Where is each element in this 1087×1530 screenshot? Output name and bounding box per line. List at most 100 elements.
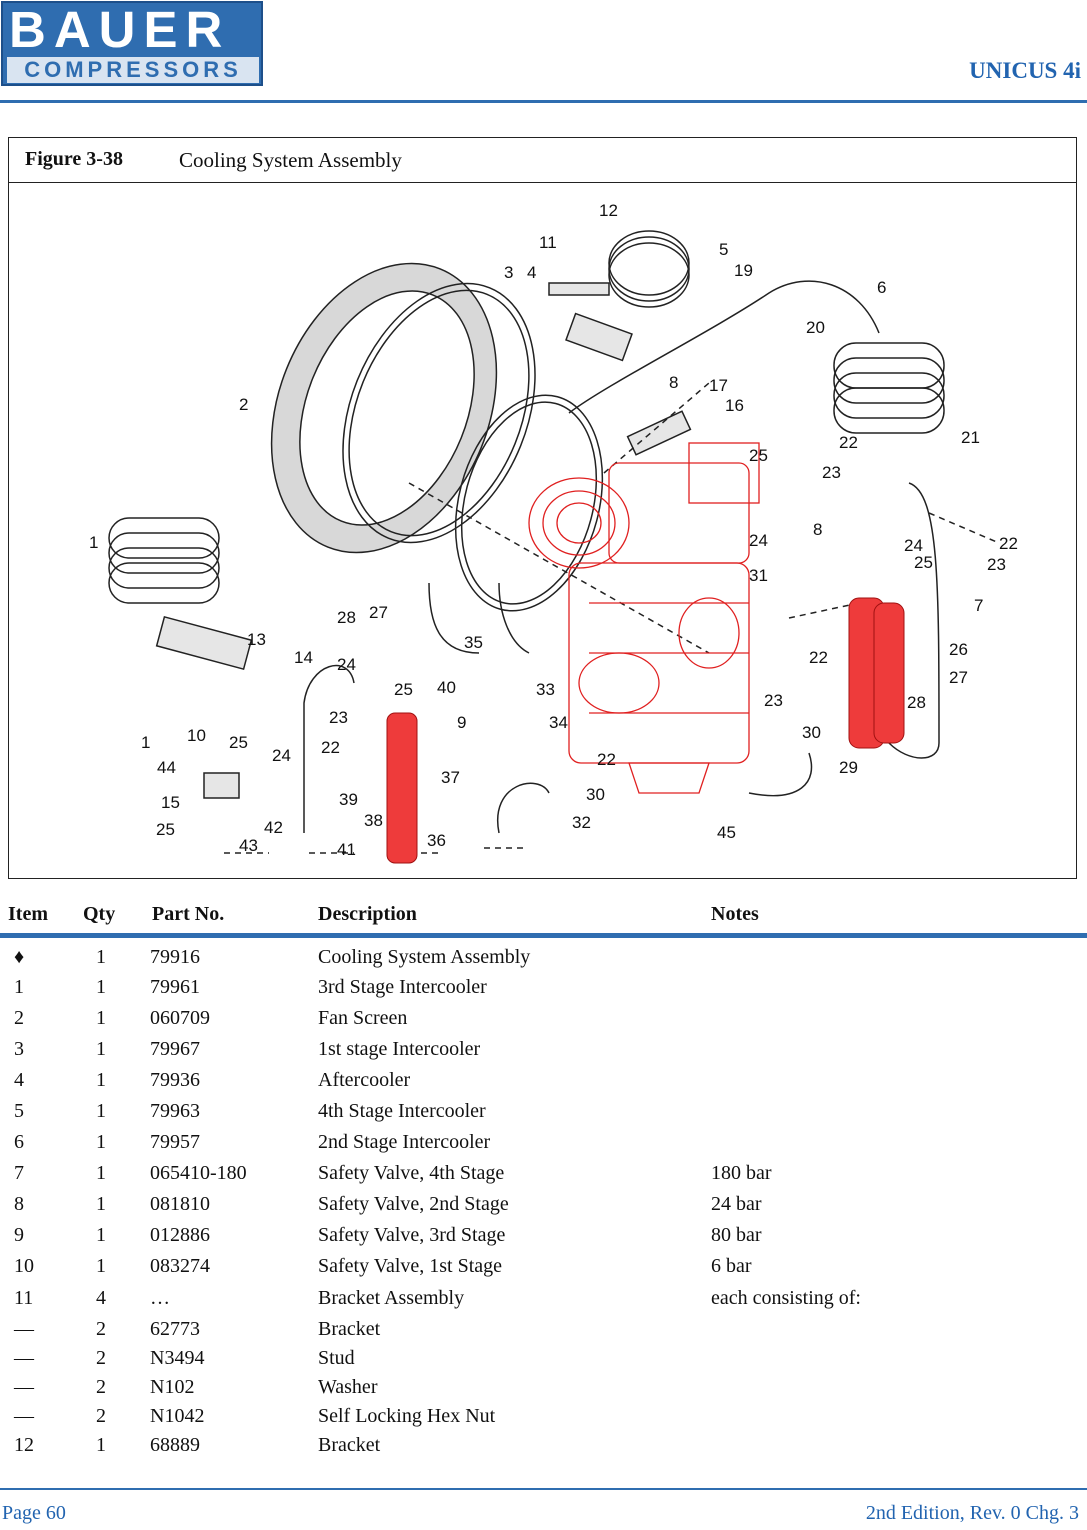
cell-item: 3 [14,1038,24,1060]
cell-qty: 2 [96,1347,106,1369]
cell-part-no: … [150,1287,170,1309]
col-header-part: Part No. [152,903,225,925]
logo-wordmark: BAUER [9,1,231,58]
cell-description: Stud [318,1347,355,1369]
svg-text:23: 23 [764,691,783,710]
svg-text:17: 17 [709,376,728,395]
svg-text:36: 36 [427,831,446,850]
callout-labels: 12 11 5 19 3 4 6 20 8 17 16 2 22 21 25 2… [89,201,1018,859]
svg-text:10: 10 [187,726,206,745]
cell-part-no: 79936 [150,1069,200,1091]
svg-text:24: 24 [337,655,356,674]
cell-notes: 180 bar [711,1162,772,1184]
cell-item: 11 [14,1287,34,1309]
coil-2nd-stage [833,342,945,389]
cell-description: Safety Valve, 2nd Stage [318,1193,509,1215]
page-number: Page 60 [2,1502,66,1524]
svg-text:24: 24 [749,531,768,550]
cell-item: 9 [14,1224,24,1246]
cell-qty: 2 [96,1376,106,1398]
svg-text:6: 6 [877,278,886,297]
cell-description: Bracket [318,1434,381,1456]
svg-text:35: 35 [464,633,483,652]
cell-notes: 6 bar [711,1255,752,1277]
cell-item: 5 [14,1100,24,1122]
cell-part-no: 79957 [150,1131,200,1153]
cell-qty: 1 [96,946,106,968]
cell-description: Safety Valve, 4th Stage [318,1162,505,1184]
svg-text:1: 1 [89,533,98,552]
svg-text:31: 31 [749,566,768,585]
svg-text:16: 16 [725,396,744,415]
svg-text:27: 27 [949,668,968,687]
cell-part-no: 62773 [150,1318,200,1340]
cell-item: — [14,1318,34,1340]
svg-text:28: 28 [337,608,356,627]
svg-text:26: 26 [949,640,968,659]
svg-text:2: 2 [239,395,248,414]
header-divider [0,100,1087,103]
cell-part-no: 79963 [150,1100,200,1122]
svg-text:25: 25 [394,680,413,699]
cell-part-no: 065410-180 [150,1162,247,1184]
model-title: UNICUS 4i [969,58,1081,83]
cell-notes: 80 bar [711,1224,762,1246]
svg-text:45: 45 [717,823,736,842]
cell-part-no: 081810 [150,1193,210,1215]
cell-item: 2 [14,1007,24,1029]
cell-description: Aftercooler [318,1069,411,1091]
svg-text:3: 3 [504,263,513,282]
bracket-12 [565,312,633,362]
cell-item: 7 [14,1162,24,1184]
svg-text:9: 9 [457,713,466,732]
cell-part-no: 79967 [150,1038,200,1060]
svg-text:39: 39 [339,790,358,809]
cell-qty: 1 [96,1007,106,1029]
cell-qty: 2 [96,1405,106,1427]
cell-qty: 1 [96,1434,106,1456]
cell-qty: 1 [96,1162,106,1184]
cell-item: 12 [14,1434,34,1456]
svg-text:28: 28 [907,693,926,712]
cell-qty: 1 [96,976,106,998]
table-row: 7 1 065410-180 Safety Valve, 4th Stage 180 b… [0,1158,1087,1188]
compressor-block [528,442,760,794]
cell-description: Fan Screen [318,1007,408,1029]
cell-qty: 2 [96,1318,106,1340]
intercooler-ring-1 [342,282,536,544]
svg-text:12: 12 [599,201,618,220]
svg-text:25: 25 [749,446,768,465]
svg-text:23: 23 [987,555,1006,574]
svg-text:21: 21 [961,428,980,447]
col-header-item: Item [8,903,48,925]
logo-subtitle: COMPRESSORS [7,57,259,83]
bauer-logo: BAUER COMPRESSORS [1,1,263,86]
svg-text:29: 29 [839,758,858,777]
cell-item: 10 [14,1255,34,1277]
svg-text:1: 1 [141,733,150,752]
cell-description: Safety Valve, 3rd Stage [318,1224,506,1246]
svg-text:22: 22 [321,738,340,757]
svg-text:25: 25 [156,820,175,839]
cell-qty: 1 [96,1193,106,1215]
bracket-13 [155,615,253,671]
coil-3rd-stage [108,517,220,559]
cell-part-no: N102 [150,1376,195,1398]
col-header-description: Description [318,903,417,925]
cell-description: Safety Valve, 1st Stage [318,1255,503,1277]
cell-qty: 1 [96,1100,106,1122]
svg-text:30: 30 [586,785,605,804]
cell-notes: 24 bar [711,1193,762,1215]
svg-text:34: 34 [549,713,568,732]
svg-text:24: 24 [904,536,923,555]
cell-item: — [14,1376,34,1398]
